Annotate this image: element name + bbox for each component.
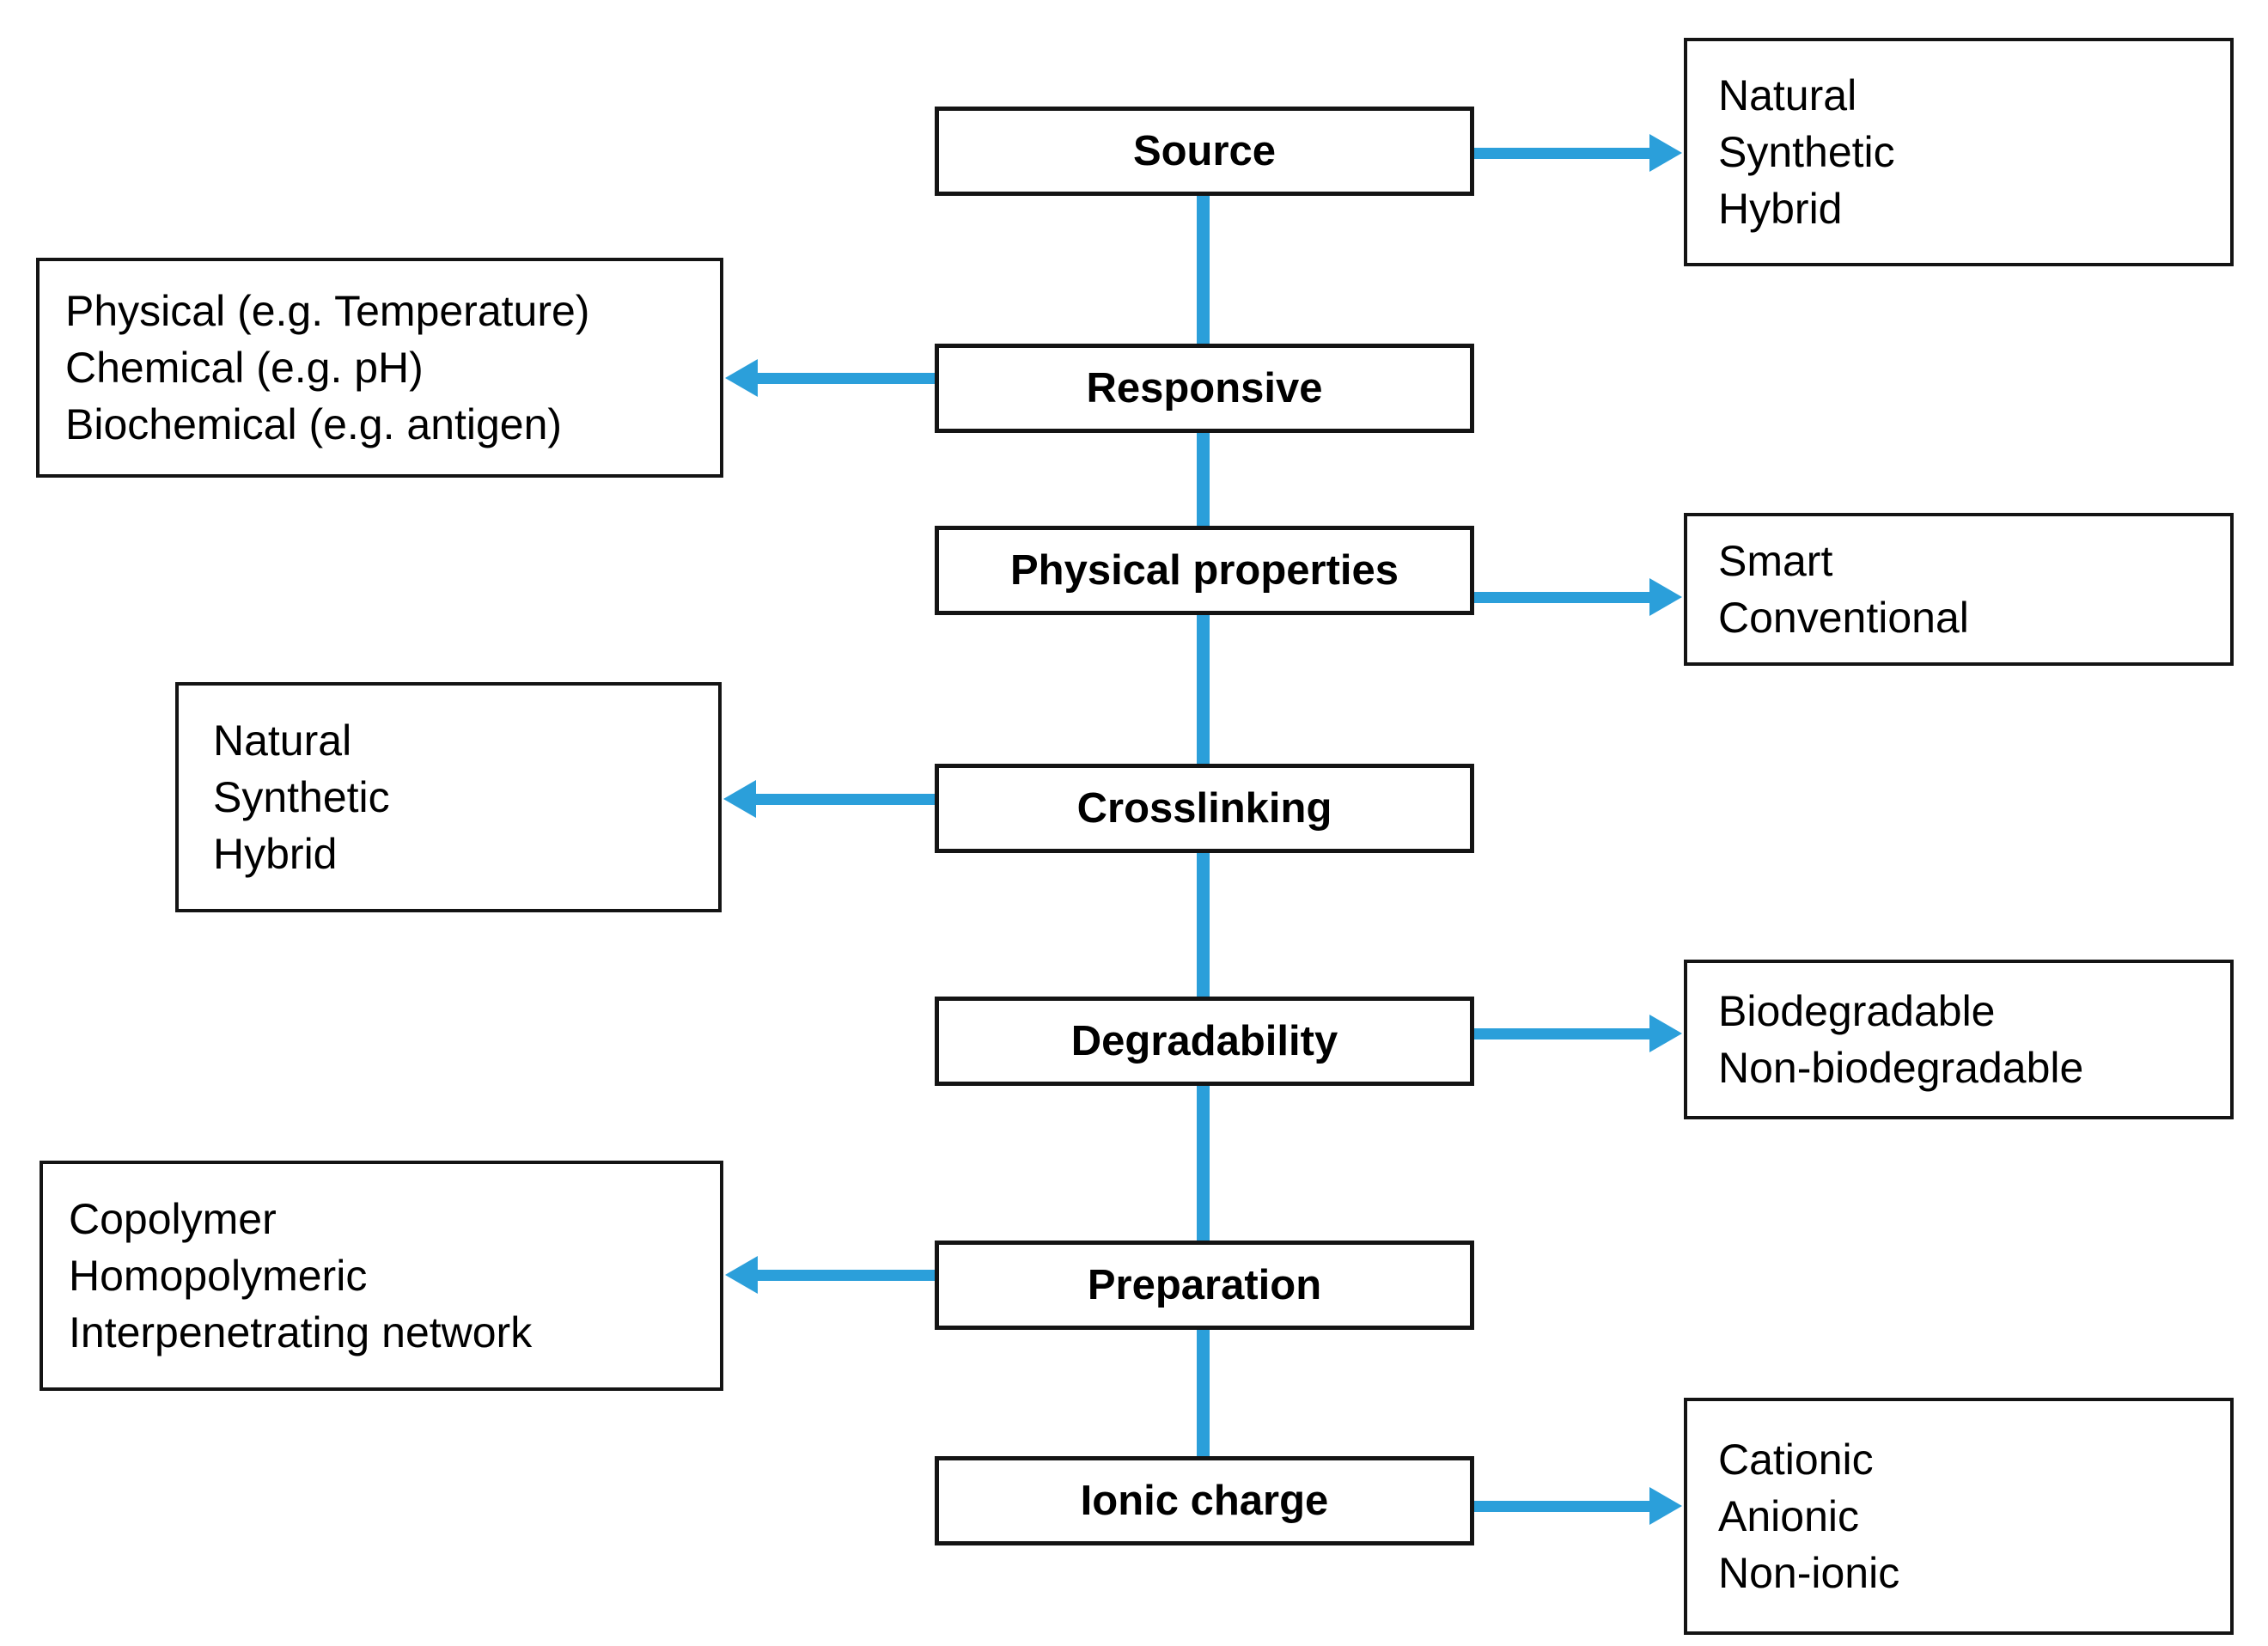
- arrow-head-icon: [725, 359, 758, 397]
- options-box-degradability: Biodegradable Non-biodegradable: [1684, 960, 2234, 1119]
- arrow-preparation-to-options: [725, 1256, 936, 1294]
- category-label: Ionic charge: [1080, 1478, 1329, 1524]
- arrow-ionic-charge-to-options: [1472, 1487, 1682, 1525]
- option-item: Natural: [213, 716, 352, 765]
- arrow-head-icon: [1649, 134, 1682, 172]
- category-box-source: Source: [935, 107, 1474, 196]
- arrow-shaft: [758, 1269, 936, 1281]
- category-box-physical-properties: Physical properties: [935, 526, 1474, 615]
- arrow-shaft: [1472, 147, 1649, 159]
- option-item: Physical (e.g. Temperature): [65, 287, 590, 335]
- options-box-responsive: Physical (e.g. Temperature) Chemical (e.…: [36, 258, 723, 478]
- arrow-responsive-to-options: [725, 359, 936, 397]
- category-label: Responsive: [1086, 365, 1323, 412]
- option-item: Interpenetrating network: [69, 1308, 533, 1356]
- option-item: Non-biodegradable: [1718, 1044, 2084, 1092]
- arrow-shaft: [1472, 1027, 1649, 1039]
- arrow-shaft: [1472, 1500, 1649, 1512]
- option-item: Hybrid: [1718, 185, 1843, 233]
- option-item: Anionic: [1718, 1492, 1859, 1540]
- arrow-shaft: [758, 372, 936, 384]
- options-box-ionic-charge: Cationic Anionic Non-ionic: [1684, 1398, 2234, 1635]
- category-box-degradability: Degradability: [935, 997, 1474, 1086]
- option-item: Biodegradable: [1718, 987, 1996, 1035]
- category-box-responsive: Responsive: [935, 344, 1474, 433]
- option-item: Synthetic: [1718, 128, 1895, 176]
- arrow-physical-properties-to-options: [1472, 578, 1682, 616]
- arrow-head-icon: [723, 780, 756, 818]
- option-item: Synthetic: [213, 773, 390, 821]
- options-box-crosslinking: Natural Synthetic Hybrid: [175, 682, 722, 912]
- option-item: Biochemical (e.g. antigen): [65, 400, 563, 448]
- category-label: Crosslinking: [1076, 785, 1332, 832]
- arrow-shaft: [1472, 591, 1649, 603]
- arrow-crosslinking-to-options: [723, 780, 936, 818]
- option-item: Copolymer: [69, 1195, 277, 1243]
- category-box-crosslinking: Crosslinking: [935, 764, 1474, 853]
- category-box-ionic-charge: Ionic charge: [935, 1456, 1474, 1545]
- option-item: Cationic: [1718, 1436, 1874, 1484]
- category-label: Source: [1132, 128, 1277, 174]
- option-item: Hybrid: [213, 830, 338, 878]
- options-box-physical-properties: Smart Conventional: [1684, 513, 2234, 666]
- options-box-preparation: Copolymer Homopolymeric Interpenetrating…: [40, 1161, 723, 1391]
- arrow-head-icon: [1649, 1015, 1682, 1052]
- option-item: Smart: [1718, 537, 1833, 585]
- options-box-source: Natural Synthetic Hybrid: [1684, 38, 2234, 266]
- option-item: Homopolymeric: [69, 1252, 368, 1300]
- option-item: Chemical (e.g. pH): [65, 344, 424, 392]
- category-label: Degradability: [1070, 1018, 1338, 1064]
- arrow-shaft: [756, 793, 936, 805]
- option-item: Non-ionic: [1718, 1549, 1900, 1597]
- arrow-source-to-options: [1472, 134, 1682, 172]
- option-item: Natural: [1718, 71, 1857, 119]
- arrow-head-icon: [725, 1256, 758, 1294]
- category-label: Physical properties: [1009, 547, 1399, 594]
- category-box-preparation: Preparation: [935, 1241, 1474, 1330]
- arrow-head-icon: [1649, 578, 1682, 616]
- arrow-head-icon: [1649, 1487, 1682, 1525]
- category-label: Preparation: [1087, 1262, 1322, 1308]
- option-item: Conventional: [1718, 594, 1969, 642]
- arrow-degradability-to-options: [1472, 1015, 1682, 1052]
